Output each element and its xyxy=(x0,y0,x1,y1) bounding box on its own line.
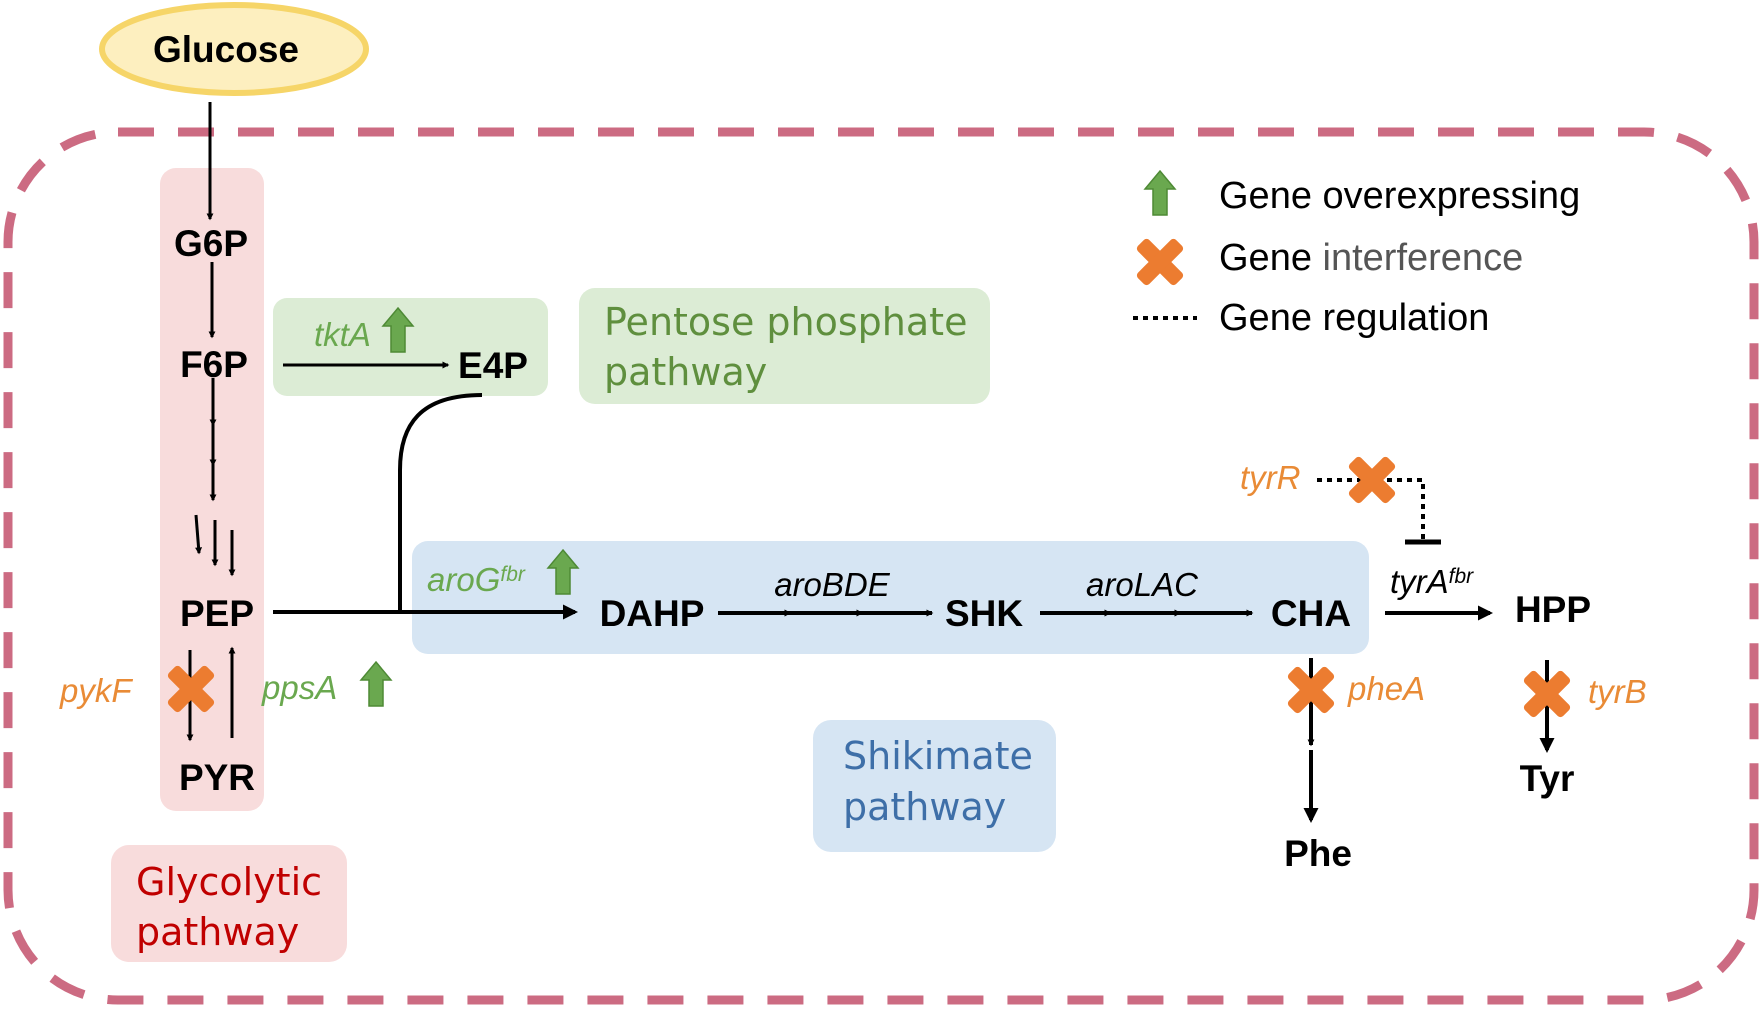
e4p-label: E4P xyxy=(458,345,528,386)
legend-interference-part1: Gene xyxy=(1219,237,1323,279)
pentose-pathway-title-line2: pathway xyxy=(604,350,767,394)
pentose-label-box xyxy=(579,288,990,404)
ppsA-up-arrow-icon xyxy=(360,661,392,707)
tyrR-gene-label: tyrR xyxy=(1240,459,1301,496)
shikimate-main-box xyxy=(412,541,1369,654)
pentose-gene-box xyxy=(273,298,548,396)
glycolytic-pathway-title-line2: pathway xyxy=(136,910,299,954)
pheA-gene-label: pheA xyxy=(1347,670,1425,707)
pykF-gene-label: pykF xyxy=(59,672,133,709)
glycolytic-pathway-title-line1: Glycolytic xyxy=(136,860,322,904)
shk-label: SHK xyxy=(945,593,1023,634)
g6p-label: G6P xyxy=(174,223,248,264)
arrow-step4 xyxy=(194,514,203,555)
phe-label: Phe xyxy=(1284,833,1352,874)
legend-up-arrow-icon xyxy=(1144,170,1176,216)
shikimate-pathway-title-line2: pathway xyxy=(843,785,1006,829)
tyr-label: Tyr xyxy=(1520,758,1575,799)
glycolytic-label-box xyxy=(111,845,347,962)
tyrA-gene-name: tyrA xyxy=(1390,563,1449,600)
aroG-fbr-superscript: fbr xyxy=(500,563,526,586)
ppsA-gene-label: ppsA xyxy=(261,669,337,706)
tyrA-gene-label: tyrAfbr xyxy=(1390,563,1474,600)
f6p-label: F6P xyxy=(180,344,248,385)
pyr-label: PYR xyxy=(179,757,255,798)
shikimate-label-box xyxy=(813,720,1056,852)
pentose-pathway-title-line1: Pentose phosphate xyxy=(604,300,967,344)
shikimate-pathway-title-line1: Shikimate xyxy=(843,734,1033,778)
aroBDE-gene-label: aroBDE xyxy=(774,566,891,603)
legend-regulation-label: Gene regulation xyxy=(1219,297,1489,339)
connector-e4p-dahp xyxy=(398,393,483,612)
tyrA-fbr-superscript: fbr xyxy=(1449,565,1475,588)
legend: Gene overexpressing Gene interference Ge… xyxy=(1133,170,1580,339)
glucose-label: Glucose xyxy=(153,29,299,70)
pep-label: PEP xyxy=(180,593,254,634)
dahp-label: DAHP xyxy=(600,593,705,634)
aroG-gene-name: aroG xyxy=(427,561,500,598)
tyrB-gene-label: tyrB xyxy=(1588,673,1647,710)
aroG-gene-label: aroGfbr xyxy=(427,561,526,598)
legend-interference-label: Gene interference xyxy=(1219,237,1523,279)
cha-label: CHA xyxy=(1271,593,1351,634)
tktA-gene-label: tktA xyxy=(314,316,371,353)
aroLAC-gene-label: aroLAC xyxy=(1086,566,1199,603)
hpp-label: HPP xyxy=(1515,589,1591,630)
glucose-ellipse xyxy=(99,2,369,96)
legend-cross-icon xyxy=(1135,237,1185,287)
legend-overexpressing-label: Gene overexpressing xyxy=(1219,175,1580,217)
legend-interference-part2: interference xyxy=(1323,237,1524,279)
